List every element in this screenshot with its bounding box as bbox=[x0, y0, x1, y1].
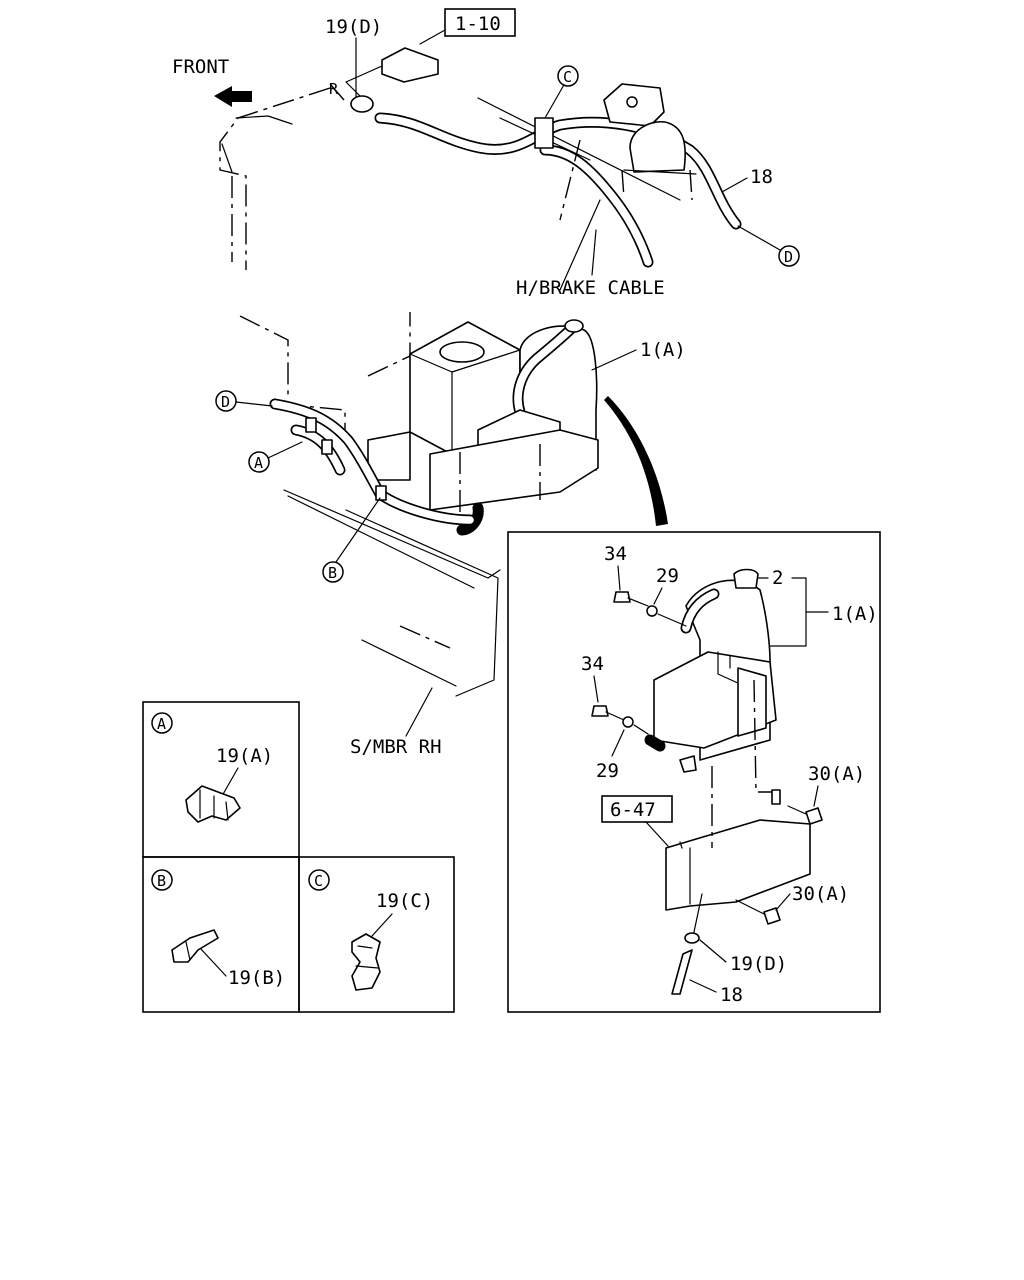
front-label: FRONT bbox=[172, 56, 229, 78]
front-arrow-icon bbox=[214, 86, 252, 107]
letter-r: R bbox=[329, 80, 339, 98]
inset-b-part: 19(B) bbox=[228, 967, 285, 989]
ref-1-10-label: 1-10 bbox=[455, 13, 501, 35]
callout-c-top: C bbox=[563, 68, 572, 86]
detail-panel: 34 29 2 1(A) 34 29 30(A) 6-47 30(A) 19(D… bbox=[507, 531, 881, 1013]
callout-d-top: D bbox=[784, 248, 793, 266]
callout-d-mid: D bbox=[221, 393, 230, 411]
curved-pointer-arrow-icon bbox=[604, 396, 668, 526]
reservoir-assembly: D A B 1(A) S/MBR RH bbox=[215, 312, 686, 758]
side-member-label: S/MBR RH bbox=[350, 736, 442, 758]
detail-34-top: 34 bbox=[604, 543, 627, 565]
hose-18-top-label: 18 bbox=[750, 166, 773, 188]
callout-b-mid: B bbox=[328, 564, 337, 582]
ref-6-47-label: 6-47 bbox=[610, 799, 656, 821]
inset-c-part: 19(C) bbox=[376, 890, 433, 912]
detail-cap-2: 2 bbox=[772, 567, 783, 589]
detail-19d: 19(D) bbox=[730, 953, 787, 975]
top-view: FRONT 1-10 R 19(D) C bbox=[172, 8, 800, 299]
inset-c-letter: C bbox=[314, 872, 323, 890]
tank-1a-label: 1(A) bbox=[640, 339, 686, 361]
inset-c: C 19(C) bbox=[298, 856, 455, 1013]
brake-cable-label: H/BRAKE CABLE bbox=[516, 277, 665, 299]
ref-box-6-47 bbox=[601, 795, 673, 823]
callout-a-mid: A bbox=[254, 454, 263, 472]
inset-a-letter: A bbox=[157, 715, 166, 733]
detail-34-mid: 34 bbox=[581, 653, 604, 675]
detail-29-mid: 29 bbox=[596, 760, 619, 782]
ref-box-1-10 bbox=[444, 8, 516, 37]
inset-a: A 19(A) bbox=[142, 701, 300, 858]
detail-30a-top: 30(A) bbox=[808, 763, 865, 785]
inset-b-letter: B bbox=[157, 872, 166, 890]
inset-b: B 19(B) bbox=[142, 856, 300, 1013]
clip-19d-label: 19(D) bbox=[325, 16, 382, 38]
detail-29-top: 29 bbox=[656, 565, 679, 587]
detail-18: 18 bbox=[720, 984, 743, 1006]
detail-30a-bottom: 30(A) bbox=[792, 883, 849, 905]
inset-a-part: 19(A) bbox=[216, 745, 273, 767]
detail-1a: 1(A) bbox=[832, 603, 878, 625]
